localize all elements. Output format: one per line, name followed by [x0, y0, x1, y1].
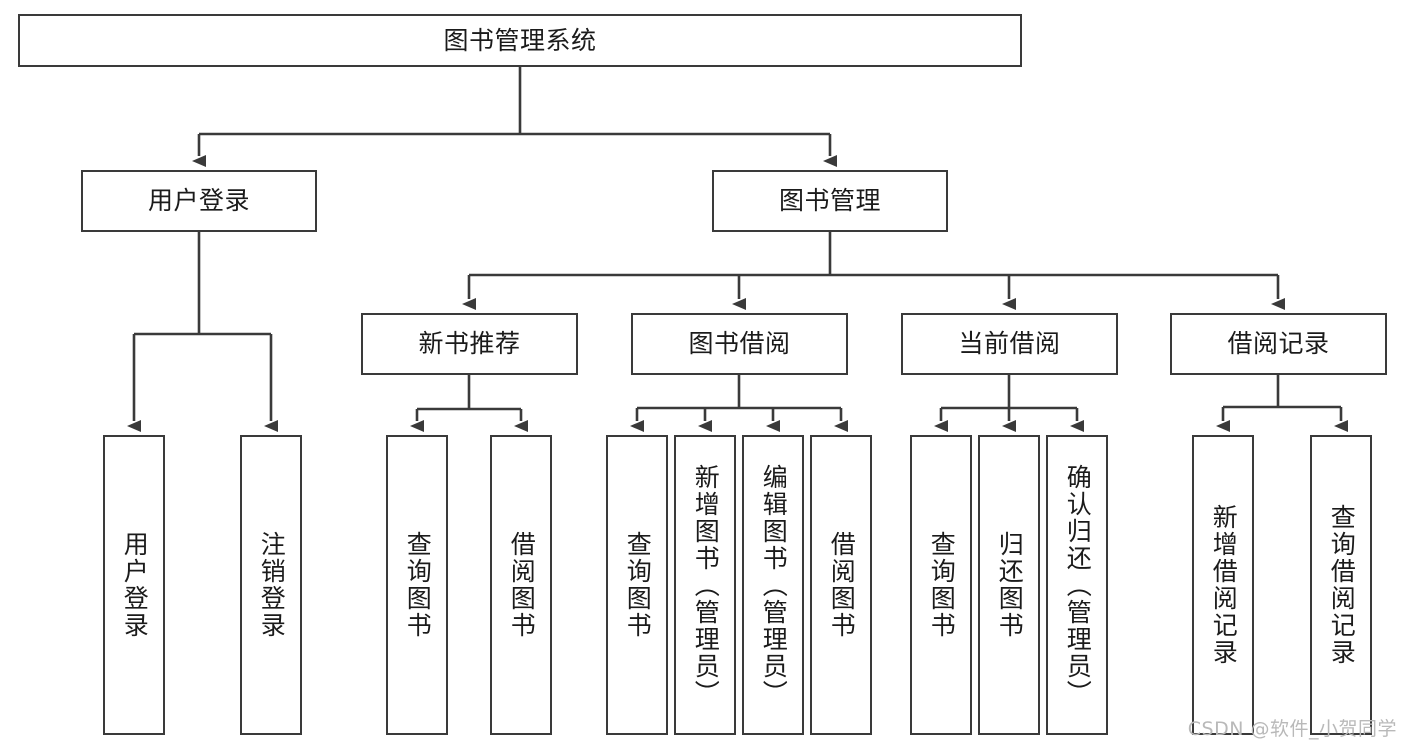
node-current-borrow-label: 当前借阅	[958, 329, 1061, 359]
leaf-logout[interactable]: 注销登录	[240, 435, 302, 735]
leaf-return-book[interactable]: 归还图书	[978, 435, 1040, 735]
leaf-add-borrow-record[interactable]: 新增借阅记录	[1192, 435, 1254, 735]
leaf-user-login[interactable]: 用户登录	[103, 435, 165, 735]
leaf-query-book-recommend[interactable]: 查询图书	[386, 435, 448, 735]
node-new-book-recommend-label: 新书推荐	[418, 329, 521, 359]
node-borrow-record-label: 借阅记录	[1227, 329, 1330, 359]
node-user-login-label: 用户登录	[147, 186, 250, 216]
leaf-query-borrow-record-label: 查询借阅记录	[1327, 504, 1357, 666]
leaf-borrow-book-recommend[interactable]: 借阅图书	[490, 435, 552, 735]
leaf-edit-book-admin-label: 编辑图书（管理员）	[759, 463, 789, 707]
leaf-query-book-borrow-label: 查询图书	[623, 531, 653, 639]
leaf-borrow-book[interactable]: 借阅图书	[810, 435, 872, 735]
node-book-management[interactable]: 图书管理	[712, 170, 948, 232]
leaf-query-book-current-label: 查询图书	[927, 531, 957, 639]
leaf-return-book-label: 归还图书	[995, 531, 1025, 639]
leaf-add-book-admin-label: 新增图书（管理员）	[691, 463, 721, 707]
node-user-login[interactable]: 用户登录	[81, 170, 317, 232]
leaf-add-borrow-record-label: 新增借阅记录	[1209, 504, 1239, 666]
node-borrow-record[interactable]: 借阅记录	[1170, 313, 1387, 375]
node-root-label: 图书管理系统	[443, 25, 597, 55]
leaf-query-book-recommend-label: 查询图书	[403, 531, 433, 639]
watermark: CSDN @软件_小贺同学	[1187, 718, 1397, 740]
node-current-borrow[interactable]: 当前借阅	[901, 313, 1118, 375]
leaf-confirm-return-admin[interactable]: 确认归还（管理员）	[1046, 435, 1108, 735]
leaf-logout-label: 注销登录	[257, 531, 287, 639]
node-new-book-recommend[interactable]: 新书推荐	[361, 313, 578, 375]
node-root[interactable]: 图书管理系统	[18, 14, 1022, 67]
leaf-query-book-current[interactable]: 查询图书	[910, 435, 972, 735]
leaf-edit-book-admin[interactable]: 编辑图书（管理员）	[742, 435, 804, 735]
leaf-user-login-label: 用户登录	[120, 531, 150, 639]
leaf-add-book-admin[interactable]: 新增图书（管理员）	[674, 435, 736, 735]
node-book-management-label: 图书管理	[778, 186, 881, 216]
leaf-borrow-book-label: 借阅图书	[827, 531, 857, 639]
leaf-confirm-return-admin-label: 确认归还（管理员）	[1063, 463, 1093, 707]
node-book-borrow-label: 图书借阅	[688, 329, 791, 359]
leaf-query-book-borrow[interactable]: 查询图书	[606, 435, 668, 735]
leaf-query-borrow-record[interactable]: 查询借阅记录	[1310, 435, 1372, 735]
leaf-borrow-book-recommend-label: 借阅图书	[507, 531, 537, 639]
node-book-borrow[interactable]: 图书借阅	[631, 313, 848, 375]
